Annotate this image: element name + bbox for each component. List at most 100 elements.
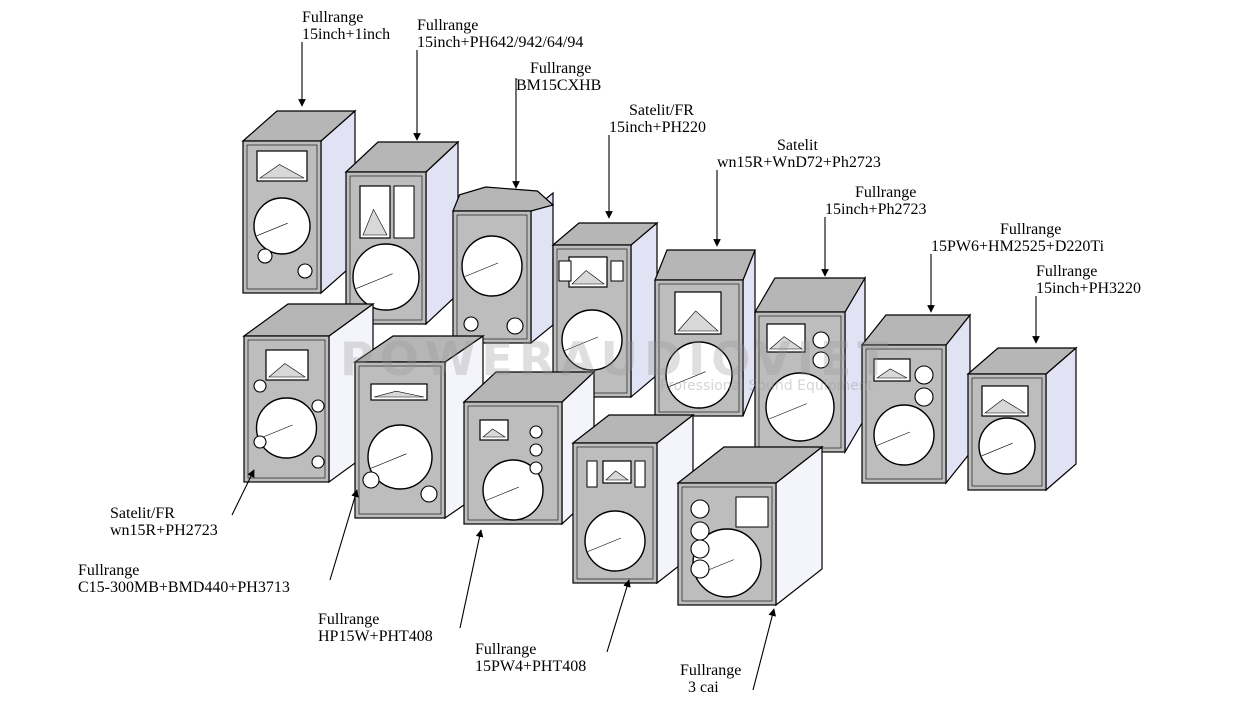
callout-arrow-13: [752, 608, 776, 691]
cabinet-baffle: [681, 486, 773, 602]
port-cutout: [529, 461, 543, 475]
port-cutout: [914, 387, 934, 407]
speaker-cabinet-4: [551, 221, 659, 399]
woofer-inner-edge: [669, 371, 706, 387]
horn-throat: [769, 336, 803, 350]
woofer-inner-edge: [769, 403, 807, 420]
cabinet-baffle: [456, 214, 528, 340]
slot-cutout: [586, 460, 598, 488]
speaker-cabinet-7: [860, 313, 972, 485]
horn-throat: [482, 428, 507, 438]
horn-throat: [268, 363, 306, 378]
port-cutout: [812, 351, 830, 369]
port-cutout: [362, 471, 380, 489]
cabinet-baffle: [358, 365, 442, 515]
callout-arrow-10: [329, 489, 359, 581]
woofer-inner-edge: [876, 431, 911, 446]
port-cutout: [311, 455, 325, 469]
horn-throat: [984, 399, 1027, 414]
speaker-cabinet-3: [452, 186, 555, 345]
horn-throat: [605, 470, 629, 481]
woofer-inner-edge: [485, 486, 520, 501]
slot-cutout: [610, 260, 624, 282]
speaker-cabinet-13: [676, 445, 824, 607]
woofer-inner-edge: [371, 453, 407, 469]
woofer-inner-edge: [256, 222, 288, 237]
port-cutout: [257, 248, 273, 264]
port-cutout: [914, 365, 934, 385]
cabinet-baffle: [576, 446, 654, 580]
slot-cutout: [735, 496, 769, 528]
woofer-inner-edge: [564, 336, 599, 351]
woofer-cutout: [765, 372, 835, 442]
speaker-cabinet-12: [571, 413, 695, 585]
woofer-cutout: [584, 510, 646, 572]
cabinet-top: [753, 277, 867, 313]
woofer-cutout: [561, 309, 623, 371]
woofer-inner-edge: [587, 537, 622, 552]
woofer-cutout: [255, 397, 318, 459]
horn-throat: [876, 368, 908, 379]
cabinet-baffle: [247, 339, 326, 479]
cabinet-side: [630, 221, 658, 399]
speaker-cabinet-9: [242, 302, 375, 484]
cabinet-top: [452, 186, 555, 212]
port-cutout: [506, 317, 524, 335]
port-cutout: [529, 425, 543, 439]
woofer-cutout: [978, 417, 1036, 475]
port-cutout: [690, 521, 710, 541]
horn-throat: [259, 164, 305, 179]
woofer-cutout: [253, 197, 311, 255]
woofer-inner-edge: [356, 273, 393, 289]
woofer-cutout: [367, 424, 433, 490]
cabinet-baffle: [246, 144, 318, 290]
cabinet-baffle: [349, 175, 423, 321]
callout-arrow-9: [231, 469, 255, 516]
speaker-cabinet-8: [966, 346, 1078, 492]
speaker-cabinet-10: [353, 334, 485, 520]
woofer-cutout: [665, 341, 733, 409]
cabinet-baffle: [658, 283, 740, 413]
cabinet-baffle: [865, 348, 943, 480]
port-cutout: [812, 331, 830, 349]
port-cutout: [297, 263, 313, 279]
woofer-cutout: [352, 243, 420, 311]
horn-throat: [571, 270, 605, 285]
slot-cutout: [634, 460, 646, 488]
port-cutout: [690, 499, 710, 519]
woofer-cutout: [461, 235, 523, 297]
slot-cutout: [393, 185, 415, 239]
woofer-inner-edge: [981, 442, 1013, 457]
horn-throat: [362, 208, 388, 236]
woofer-cutout: [482, 459, 544, 521]
cabinet-top: [654, 249, 756, 281]
slot-cutout: [558, 260, 572, 282]
speaker-cabinet-2: [344, 140, 460, 326]
port-cutout: [463, 316, 479, 332]
speaker-cabinet-5: [654, 249, 756, 417]
port-cutout: [690, 539, 710, 559]
port-cutout: [420, 485, 438, 503]
speaker-cabinet-1: [241, 109, 357, 295]
port-cutout: [253, 379, 267, 393]
woofer-cutout: [873, 404, 935, 466]
horn-throat: [677, 310, 719, 332]
port-cutout: [253, 435, 267, 449]
callout-arrow-11: [459, 529, 484, 629]
port-cutout: [690, 559, 710, 579]
port-cutout: [311, 399, 325, 413]
speaker-cabinet-6: [753, 275, 867, 455]
